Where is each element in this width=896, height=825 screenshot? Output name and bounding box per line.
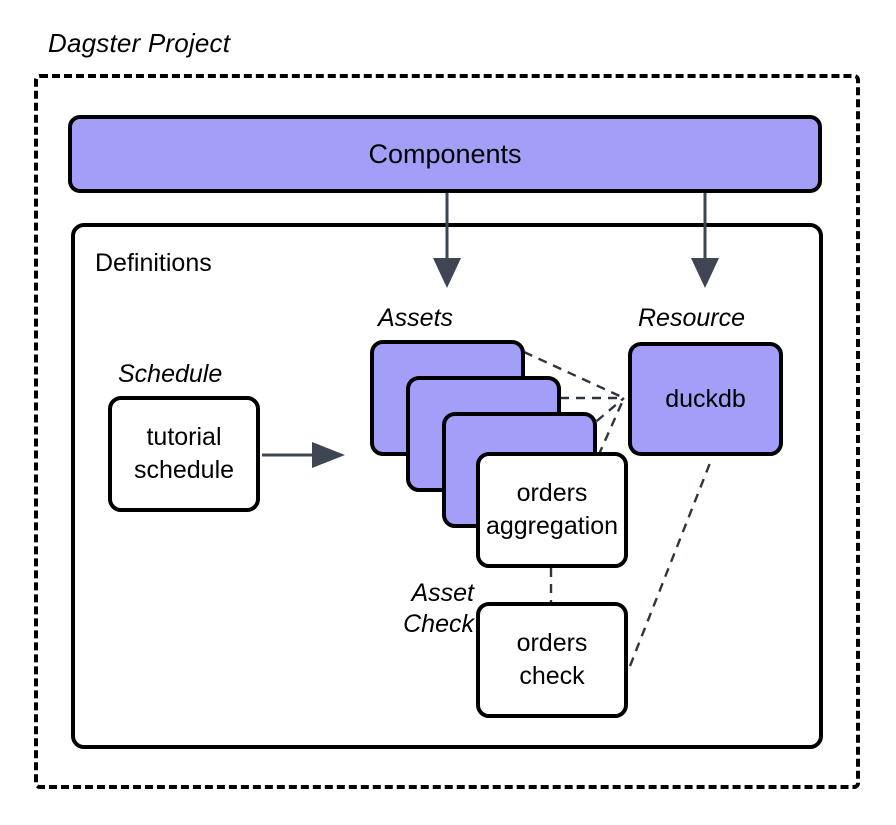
node-tutorial-schedule-line1: tutorial	[146, 423, 222, 451]
node-duckdb-label: duckdb	[665, 384, 746, 413]
caption-schedule: Schedule	[118, 360, 223, 388]
node-orders-aggregation-line2: aggregation	[485, 512, 619, 540]
node-orders-aggregation: orders aggregation	[476, 452, 628, 568]
node-orders-check-line1: orders	[516, 629, 588, 657]
node-duckdb: duckdb	[628, 342, 783, 456]
caption-assets: Assets	[378, 304, 454, 332]
caption-asset-check-line2: Check	[403, 610, 474, 638]
node-orders-check: orders check	[476, 602, 628, 718]
definitions-label: Definitions	[95, 249, 212, 277]
node-orders-aggregation-line1: orders	[516, 479, 588, 507]
node-tutorial-schedule: tutorial schedule	[108, 396, 260, 512]
project-boundary	[34, 74, 860, 789]
caption-asset-check-line1: Asset	[411, 579, 474, 607]
caption-asset-check: Asset Check	[368, 578, 474, 640]
components-bar: Components	[68, 115, 822, 193]
components-label: Components	[368, 138, 522, 169]
caption-resource: Resource	[638, 304, 745, 332]
page-title: Dagster Project	[48, 28, 231, 58]
node-tutorial-schedule-line2: schedule	[133, 456, 235, 484]
node-orders-check-line2: check	[519, 662, 585, 690]
